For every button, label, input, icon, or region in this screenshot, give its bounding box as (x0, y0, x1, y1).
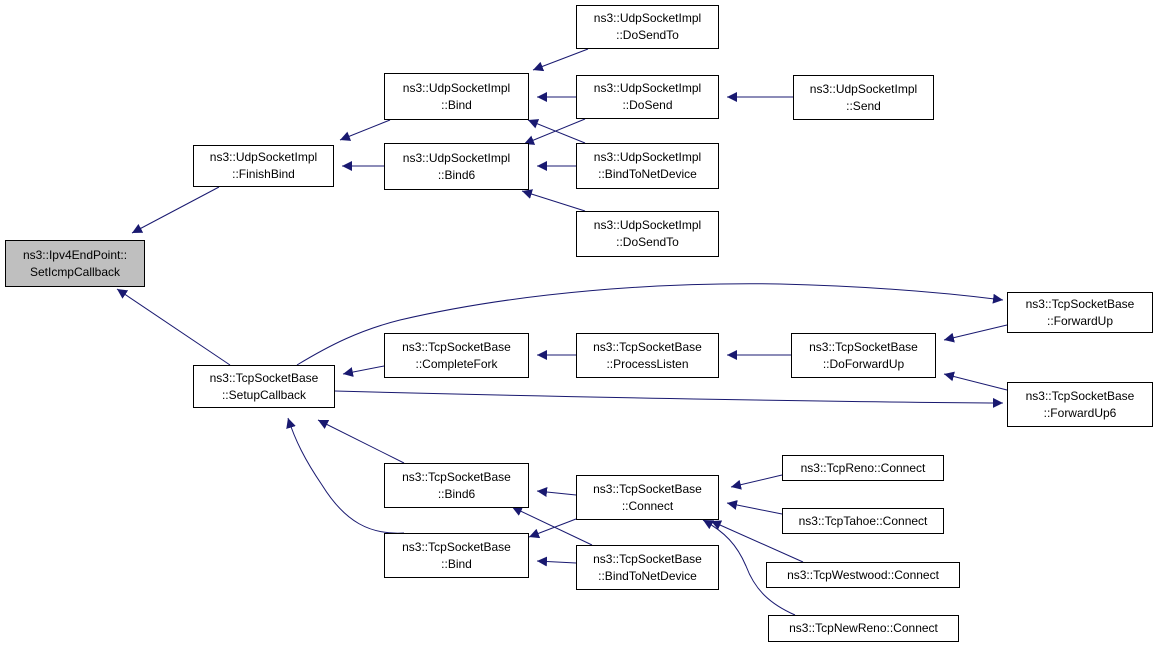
node-udp-finishbind[interactable]: ns3::UdpSocketImpl::FinishBind (193, 145, 334, 187)
node-tcp-processlisten[interactable]: ns3::TcpSocketBase::ProcessListen (576, 333, 719, 378)
edge-tcpnewreno_connect-to-tcp_connect (702, 519, 796, 616)
node-label-line: ns3::TcpSocketBase (402, 539, 511, 554)
node-label-line: ::Bind (441, 556, 472, 571)
node-label-line: ::DoForwardUp (822, 356, 905, 371)
edge-tcpwestwood_connect-to-tcp_connect (710, 520, 804, 563)
node-label-line: ns3::UdpSocketImpl (402, 80, 511, 95)
node-root[interactable]: ns3::Ipv4EndPoint::SetIcmpCallback (5, 240, 145, 287)
node-label-line: ns3::TcpSocketBase (1025, 296, 1135, 311)
node-label-line: ::BindToNetDevice (598, 167, 697, 181)
node-label-line: ::ProcessListen (606, 356, 689, 371)
node-label-line: ns3::TcpSocketBase (209, 370, 319, 385)
node-label-line: ns3::UdpSocketImpl (402, 150, 511, 165)
node-tcpreno-connect[interactable]: ns3::TcpReno::Connect (782, 455, 944, 481)
edge-tcp_setupcallback-to-tcp_forwardup (296, 283, 1004, 366)
node-label-line: ns3::TcpSocketBase (593, 481, 702, 496)
node-tcp-bind[interactable]: ns3::TcpSocketBase::Bind (384, 533, 529, 578)
node-label-line: ::Bind6 (437, 486, 476, 501)
edge-udp_dosendto_1-to-udp_bind (532, 48, 589, 72)
node-label-line: ns3::UdpSocketImpl (593, 81, 702, 95)
node-label-line: ns3::TcpNewReno::Connect (789, 621, 938, 635)
node-tcp-forwardup[interactable]: ns3::TcpSocketBase::ForwardUp (1007, 292, 1153, 333)
node-label-line: ns3::TcpTahoe::Connect (798, 513, 928, 528)
edge-udp_dosendto_2-to-udp_bind6 (521, 189, 586, 212)
node-udp-dosend[interactable]: ns3::UdpSocketImpl::DoSend (576, 75, 719, 119)
edge-udp_bind-to-udp_finishbind (339, 119, 391, 141)
edge-tcptahoe_connect-to-tcp_connect (726, 500, 783, 515)
node-tcp-connect[interactable]: ns3::TcpSocketBase::Connect (576, 475, 719, 520)
node-label-line: ::Bind (441, 97, 472, 112)
node-label-line: ns3::TcpSocketBase (402, 339, 511, 354)
node-label-line: ::CompleteFork (415, 356, 498, 371)
node-label-line: ns3::TcpSocketBase (1025, 388, 1135, 403)
edge-tcp_bind-to-tcp_setupcallback (286, 417, 405, 534)
node-label-line: ::DoSendTo (616, 235, 679, 249)
node-tcp-forwardup6[interactable]: ns3::TcpSocketBase::ForwardUp6 (1007, 382, 1153, 427)
node-tcp-completefork[interactable]: ns3::TcpSocketBase::CompleteFork (384, 333, 529, 378)
node-tcp-bind6[interactable]: ns3::TcpSocketBase::Bind6 (384, 463, 529, 508)
node-label-line: ::DoSend (622, 98, 673, 112)
node-label-line: ns3::UdpSocketImpl (593, 150, 702, 164)
edge-udp_dosend-to-udp_bind6 (523, 118, 586, 145)
edge-tcp_connect-to-tcp_bind6 (536, 487, 577, 497)
node-label-line: ::FinishBind (232, 167, 295, 181)
node-udp-bindtonetdevice[interactable]: ns3::UdpSocketImpl::BindToNetDevice (576, 143, 719, 189)
node-label-line: ns3::TcpSocketBase (809, 339, 918, 354)
node-label-line: ns3::TcpSocketBase (593, 551, 702, 566)
edge-tcp_bindtonetdevice-to-tcp_bind6 (511, 506, 593, 546)
node-tcpnewreno-connect[interactable]: ns3::TcpNewReno::Connect (768, 615, 959, 642)
edge-tcp_connect-to-tcp_bind (528, 518, 577, 539)
node-label-line: ::Bind6 (437, 167, 476, 182)
node-tcp-doforwardup[interactable]: ns3::TcpSocketBase::DoForwardUp (791, 333, 936, 378)
node-udp-send[interactable]: ns3::UdpSocketImpl::Send (793, 75, 934, 120)
node-label-line: ::ForwardUp6 (1043, 405, 1117, 420)
node-udp-dosendto-2[interactable]: ns3::UdpSocketImpl::DoSendTo (576, 211, 719, 257)
node-label-line: ns3::UdpSocketImpl (209, 150, 318, 164)
node-label-line: ns3::UdpSocketImpl (593, 218, 702, 232)
node-label-line: ::DoSendTo (616, 28, 679, 42)
node-label-line: ns3::TcpReno::Connect (800, 460, 926, 475)
node-tcp-bindtonetdevice[interactable]: ns3::TcpSocketBase::BindToNetDevice (576, 545, 719, 590)
node-label-line: ::SetupCallback (221, 387, 307, 402)
edge-tcp_completefork-to-tcp_setupcallback (342, 365, 385, 377)
node-label-line: ns3::TcpSocketBase (402, 469, 511, 484)
node-tcp-setupcallback[interactable]: ns3::TcpSocketBase::SetupCallback (193, 365, 335, 408)
edge-tcp_setupcallback-to-root (116, 288, 231, 366)
node-udp-bind[interactable]: ns3::UdpSocketImpl::Bind (384, 73, 529, 120)
node-label-line: ns3::TcpSocketBase (593, 339, 702, 354)
node-label-line: ::BindToNetDevice (598, 568, 697, 583)
node-label-line: ns3::UdpSocketImpl (809, 81, 918, 96)
node-label-line: ns3::TcpWestwood::Connect (787, 567, 939, 582)
node-label-line: ::Connect (621, 498, 674, 513)
node-tcptahoe-connect[interactable]: ns3::TcpTahoe::Connect (782, 508, 944, 534)
node-tcpwestwood-connect[interactable]: ns3::TcpWestwood::Connect (766, 562, 960, 588)
edge-tcp_setupcallback-to-tcp_forwardup6 (334, 390, 1004, 408)
edge-tcp_bindtonetdevice-to-tcp_bind (536, 556, 577, 567)
node-label-line: ::ForwardUp (1046, 313, 1114, 328)
edge-tcp_forwardup-to-tcp_doforwardup (943, 324, 1008, 343)
node-udp-bind6[interactable]: ns3::UdpSocketImpl::Bind6 (384, 143, 529, 190)
node-udp-dosendto-1[interactable]: ns3::UdpSocketImpl::DoSendTo (576, 5, 719, 49)
node-label-line: SetIcmpCallback (29, 264, 121, 279)
edge-tcp_forwardup6-to-tcp_doforwardup (943, 371, 1008, 391)
edge-udp_finishbind-to-root (131, 186, 220, 234)
edge-tcpreno_connect-to-tcp_connect (730, 474, 783, 490)
node-label-line: ns3::Ipv4EndPoint:: (22, 247, 128, 262)
edge-udp_bindtonetdevice-to-udp_bind (527, 119, 586, 144)
edge-tcp_bind6-to-tcp_setupcallback (317, 419, 405, 464)
node-label-line: ::Send (846, 98, 881, 113)
node-label-line: ns3::UdpSocketImpl (593, 11, 702, 25)
